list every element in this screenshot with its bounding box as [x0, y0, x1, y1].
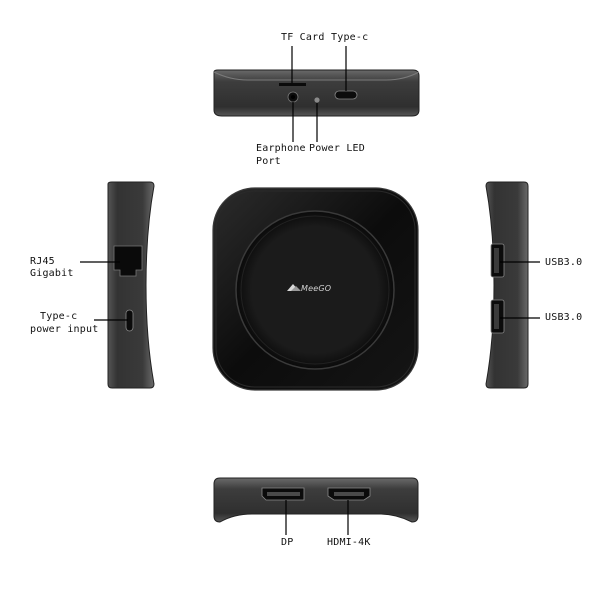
leader-lines-top — [291, 46, 347, 142]
dp-label: DP — [281, 537, 294, 548]
rj45-port — [113, 245, 143, 277]
leader-lines-bottom — [285, 500, 349, 535]
power-input-label: power input — [30, 324, 99, 335]
usb-upper-label: USB3.0 — [545, 257, 583, 268]
power-led-label: Power LED — [309, 143, 365, 154]
type-c-power-label: Type-c — [40, 311, 78, 322]
rj45-label: RJ45 — [30, 256, 55, 267]
right-edge-view — [485, 181, 529, 389]
type-c-port-top — [334, 90, 358, 100]
power-led-dot — [314, 97, 320, 103]
gigabit-label: Gigabit — [30, 268, 74, 279]
tf-card-label: TF Card — [281, 32, 325, 43]
tf-card-slot — [279, 83, 306, 86]
center-ring — [235, 210, 395, 370]
leader-lines-right — [500, 261, 540, 319]
usb-lower-label: USB3.0 — [545, 312, 583, 323]
leader-lines-left — [80, 261, 128, 321]
earphone-label: Earphone — [256, 143, 306, 154]
earphone-port-label: Port — [256, 156, 281, 167]
device-top-face — [212, 187, 419, 391]
bottom-edge-view — [213, 477, 419, 523]
top-edge-view — [213, 69, 420, 117]
type-c-top-label: Type-c — [331, 32, 369, 43]
left-edge-view — [107, 181, 155, 389]
hdmi-label: HDMI-4K — [327, 537, 371, 548]
brand-logo-text: MeeGO — [301, 284, 332, 293]
